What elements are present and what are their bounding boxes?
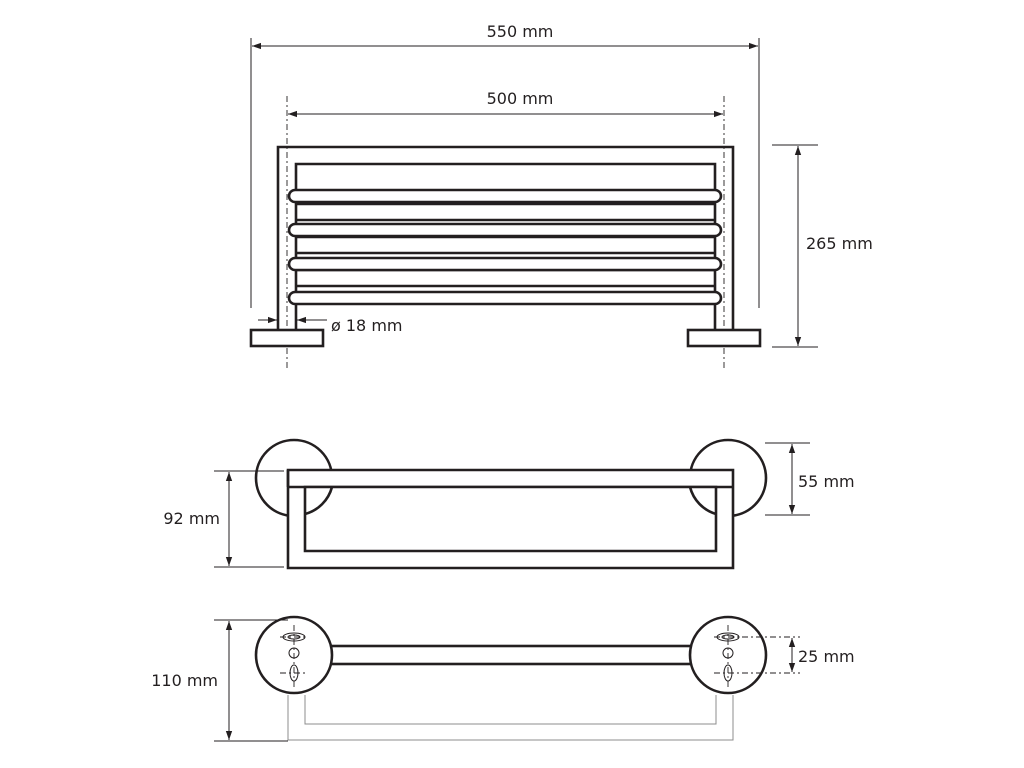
side-depth-label: 92 mm [163,509,220,528]
right-screw-holes [714,625,800,690]
rails [296,202,715,288]
height-dimension: 265 mm [772,144,873,348]
inner-width-label: 500 mm [487,89,554,108]
hole-spacing-dimension: 25 mm [788,638,855,672]
inner-frame [294,162,717,330]
right-wall-plate [686,328,762,348]
side-depth-dimension: 92 mm [163,470,284,568]
outer-frame [276,145,735,330]
rosette-height-label: 55 mm [798,472,855,491]
inner-width-dimension: 500 mm [286,89,725,370]
hidden-frame-outline [287,695,734,741]
tube-diameter-label: ø 18 mm [331,316,403,335]
front-view: 550 mm 500 mm [249,22,873,370]
round-rods [287,188,723,306]
top-depth-dimension: 110 mm [151,619,288,742]
side-bracket-inner [303,485,718,553]
rosette-height-dimension: 55 mm [765,442,855,516]
top-depth-label: 110 mm [151,671,218,690]
overall-width-label: 550 mm [487,22,554,41]
left-wall-plate [249,328,325,348]
side-view: 92 mm 55 mm [163,438,855,570]
top-view: 110 mm 25 mm [151,615,855,742]
top-bar [328,644,694,666]
left-screw-holes [280,625,308,690]
hole-spacing-label: 25 mm [798,647,855,666]
tube-diameter-dimension: ø 18 mm [258,316,403,335]
height-label: 265 mm [806,234,873,253]
overall-width-dimension: 550 mm [250,22,760,308]
